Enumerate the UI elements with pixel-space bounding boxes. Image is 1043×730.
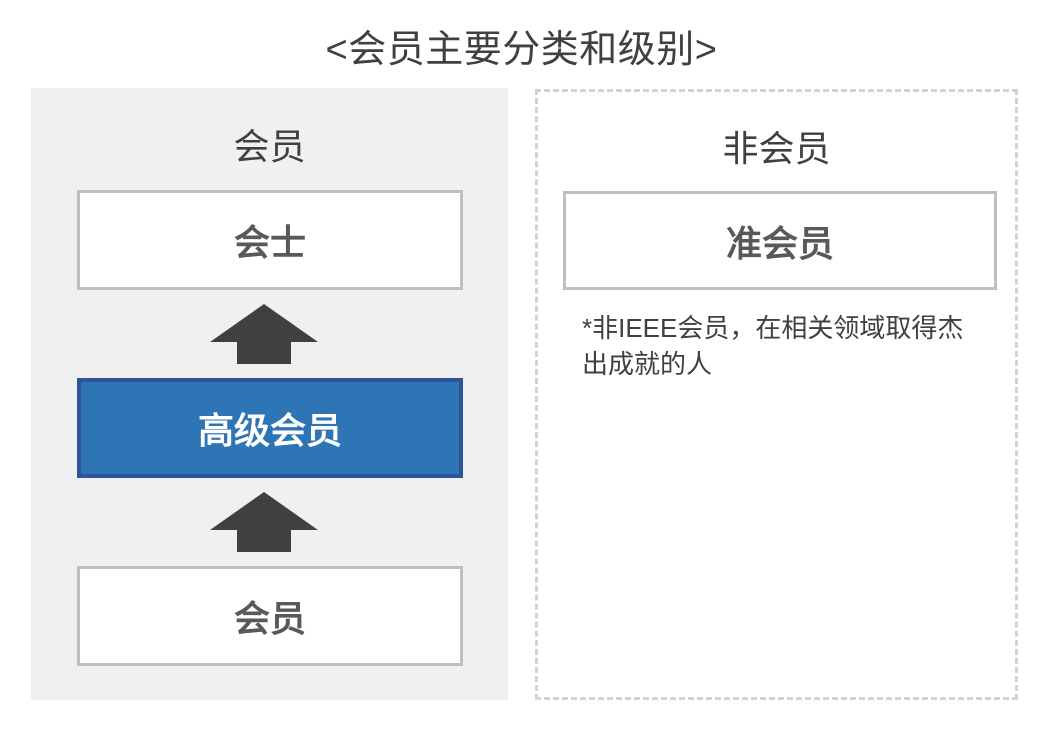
panel-member-header: 会员 <box>233 126 306 167</box>
panel-nonmember: 非会员 准会员 *非IEEE会员，在相关领域取得杰出成就的人 <box>535 89 1018 700</box>
level-box-member-label: 会员 <box>233 598 306 639</box>
level-box-fellow-label: 会士 <box>233 222 306 263</box>
nonmember-note: *非IEEE会员，在相关领域取得杰出成就的人 <box>582 313 964 379</box>
panel-member: 会员 会士 高级会员 会员 <box>31 88 508 700</box>
level-box-affiliate-label: 准会员 <box>725 222 834 264</box>
level-box-senior-member-label: 高级会员 <box>197 410 342 451</box>
page-title: <会员主要分类和级别> <box>325 29 718 71</box>
level-box-fellow[interactable]: 会士 <box>77 190 463 290</box>
level-box-affiliate[interactable]: 准会员 <box>563 191 997 290</box>
panel-nonmember-header: 非会员 <box>722 128 831 169</box>
level-box-senior-member[interactable]: 高级会员 <box>77 378 463 478</box>
arrow-up-icon-member-to-senior <box>210 492 318 552</box>
level-box-member[interactable]: 会员 <box>77 566 463 666</box>
arrow-up-icon-senior-to-fellow <box>210 304 318 364</box>
